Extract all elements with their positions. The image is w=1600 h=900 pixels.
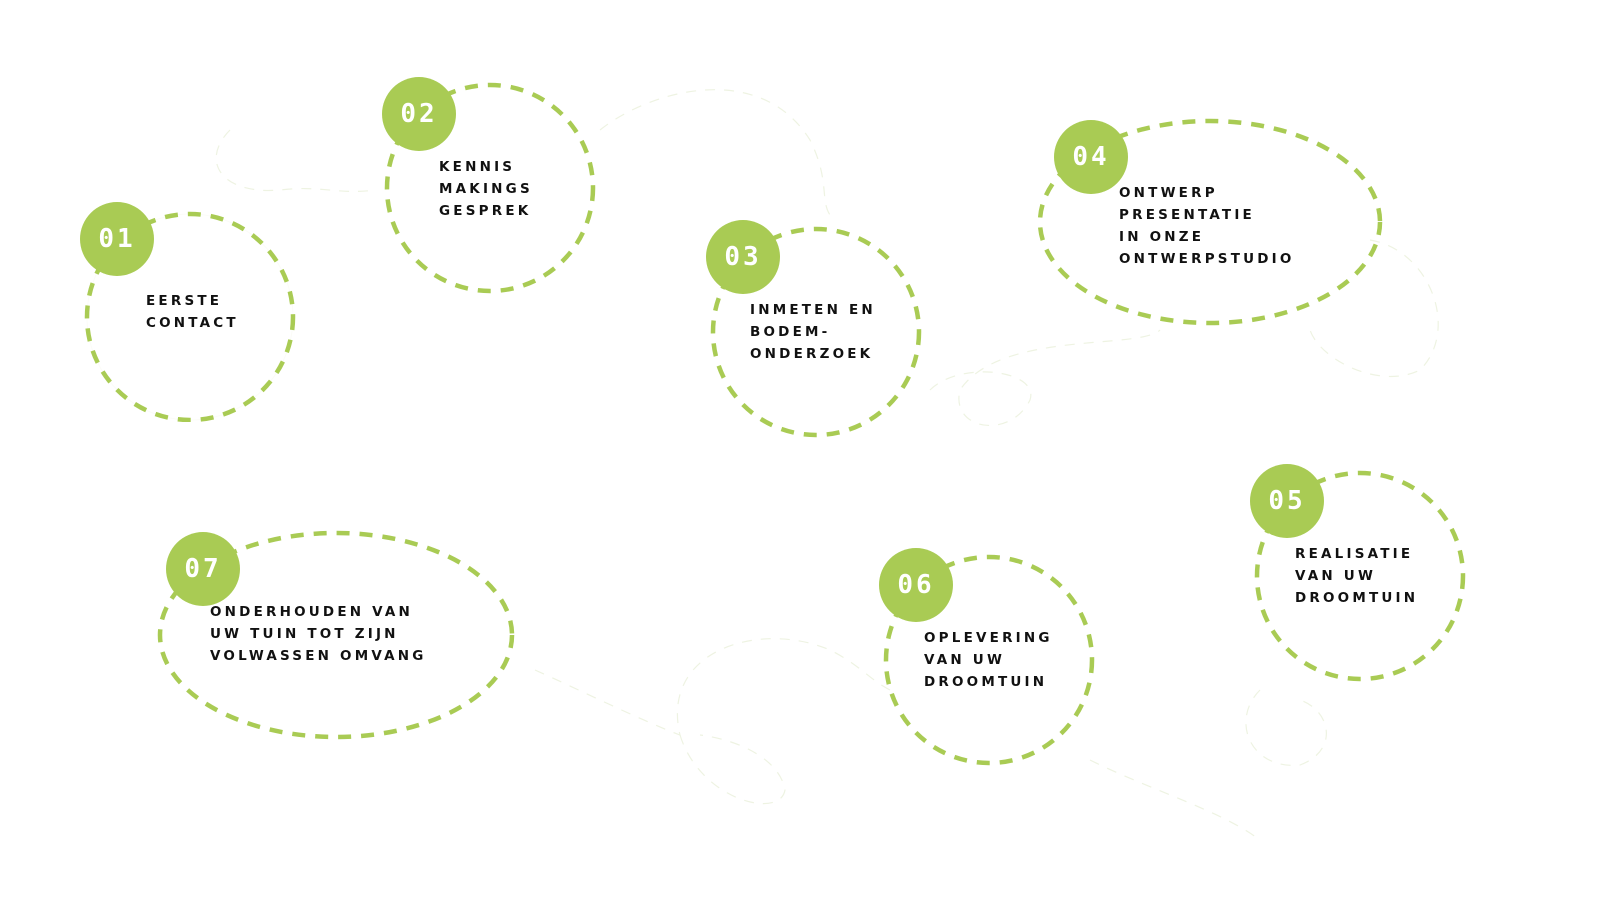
step-07: 07 ONDERHOUDEN VAN UW TUIN TOT ZIJN VOLW… bbox=[156, 530, 521, 745]
label-line: DROOMTUIN bbox=[924, 674, 1048, 690]
dashed-ring bbox=[157, 530, 515, 740]
footprint-path bbox=[534, 638, 891, 736]
dashed-ring bbox=[710, 226, 922, 438]
footprint-path bbox=[599, 89, 831, 216]
step-04: 04 ONTWERP PRESENTATIE IN ONZE ONTWERPST… bbox=[1034, 118, 1394, 333]
label-line: UW TUIN TOT ZIJN bbox=[210, 626, 399, 642]
label-line: VAN UW bbox=[924, 652, 1006, 668]
step-label: ONTWERP PRESENTATIE IN ONZE ONTWERPSTUDI… bbox=[1119, 182, 1295, 270]
step-number-badge: 04 bbox=[1054, 120, 1128, 194]
label-line: INMETEN EN bbox=[750, 302, 876, 318]
step-number-badge: 01 bbox=[80, 202, 154, 276]
label-line: EERSTE bbox=[146, 293, 223, 309]
label-line: KENNIS bbox=[439, 159, 516, 175]
step-number-badge: 06 bbox=[879, 548, 953, 622]
step-label: EERSTE CONTACT bbox=[146, 290, 239, 334]
dashed-ring bbox=[1254, 470, 1466, 682]
step-01: 01 EERSTE CONTACT bbox=[80, 202, 300, 422]
step-02: 02 KENNIS MAKINGS GESPREK bbox=[382, 77, 602, 297]
label-line: VOLWASSEN OMVANG bbox=[210, 648, 427, 664]
footprint-path bbox=[1089, 759, 1261, 841]
label-line: ONTWERPSTUDIO bbox=[1119, 251, 1295, 267]
dashed-ring bbox=[84, 211, 296, 422]
step-03: 03 INMETEN EN BODEM- ONDERZOEK bbox=[706, 220, 926, 440]
label-line: CONTACT bbox=[146, 315, 239, 331]
step-number-badge: 03 bbox=[706, 220, 780, 294]
step-label: REALISATIE VAN UW DROOMTUIN bbox=[1295, 543, 1418, 609]
footprint-path bbox=[1309, 239, 1439, 378]
label-line: ONTWERP bbox=[1119, 185, 1218, 201]
step-label: INMETEN EN BODEM- ONDERZOEK bbox=[750, 299, 876, 365]
dashed-ring bbox=[883, 554, 1095, 766]
footprint-path bbox=[679, 734, 786, 805]
label-line: ONDERHOUDEN VAN bbox=[210, 604, 414, 620]
label-line: GESPREK bbox=[439, 203, 532, 219]
footprint-path bbox=[1245, 689, 1327, 766]
label-line: DROOMTUIN bbox=[1295, 590, 1419, 606]
step-05: 05 REALISATIE VAN UW DROOMTUIN bbox=[1250, 464, 1470, 684]
step-label: KENNIS MAKINGS GESPREK bbox=[439, 156, 533, 222]
footprint-path bbox=[215, 129, 376, 193]
step-label: OPLEVERING VAN UW DROOMTUIN bbox=[924, 627, 1053, 693]
label-line: OPLEVERING bbox=[924, 630, 1053, 646]
label-line: VAN UW bbox=[1295, 568, 1377, 584]
step-number-badge: 07 bbox=[166, 532, 240, 606]
label-line: REALISATIE bbox=[1295, 546, 1414, 562]
dashed-ring bbox=[1037, 118, 1383, 326]
step-label: ONDERHOUDEN VAN UW TUIN TOT ZIJN VOLWASS… bbox=[210, 601, 427, 667]
dashed-ring bbox=[384, 82, 596, 294]
step-06: 06 OPLEVERING VAN UW DROOMTUIN bbox=[879, 548, 1099, 768]
step-number-badge: 05 bbox=[1250, 464, 1324, 538]
label-line: MAKINGS bbox=[439, 181, 533, 197]
label-line: BODEM- bbox=[750, 324, 831, 340]
label-line: ONDERZOEK bbox=[750, 346, 874, 362]
step-number-badge: 02 bbox=[382, 77, 456, 151]
footprint-path bbox=[929, 329, 1161, 426]
label-line: PRESENTATIE bbox=[1119, 207, 1255, 223]
label-line: IN ONZE bbox=[1119, 229, 1205, 245]
